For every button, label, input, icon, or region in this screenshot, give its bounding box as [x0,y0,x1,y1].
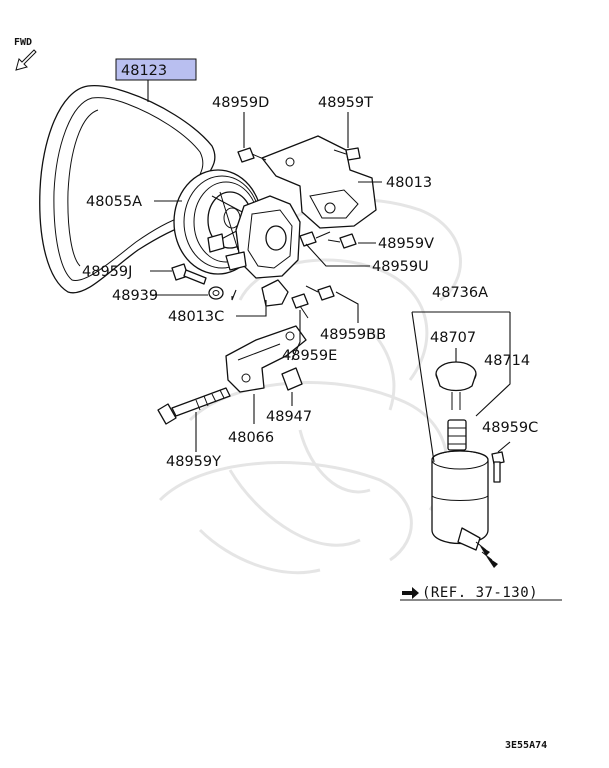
label-48123[interactable]: 48123 [121,63,167,79]
bolt-48959BB [305,285,335,301]
highlight-box[interactable] [115,58,197,81]
label-48959D[interactable]: 48959D [212,95,269,111]
reference-note: (REF. 37-130) [402,585,538,601]
label-48013[interactable]: 48013 [386,175,432,191]
label-48736A[interactable]: 48736A [432,285,488,301]
small-bracket [261,279,289,307]
reference-arrow-icon [402,587,419,599]
fwd-label: FWD [14,37,32,48]
lower-bracket [225,325,307,393]
bolt-48959J [171,263,207,285]
label-48959BB[interactable]: 48959BB [320,327,386,343]
label-48959Y[interactable]: 48959Y [166,454,221,470]
label-48055A[interactable]: 48055A [86,194,142,210]
bolt-48959D [237,147,267,163]
reservoir-tank [431,450,489,551]
label-48959C[interactable]: 48959C [482,420,538,436]
reservoir-strainer [447,419,467,451]
label-48959U[interactable]: 48959U [372,259,429,275]
bolt-48959C [491,451,505,483]
bolt-48959U [299,231,331,247]
bolt-48959V [327,233,357,249]
reservoir-cap [435,361,477,410]
bolt-48959T [333,147,361,161]
label-48959J[interactable]: 48959J [82,264,132,280]
label-48959E[interactable]: 48959E [282,348,337,364]
long-bolt-48959Y [157,387,231,425]
label-48714[interactable]: 48714 [484,353,530,369]
fwd-indicator: FWD [14,37,37,71]
label-48959T[interactable]: 48959T [318,95,373,111]
drive-belt [39,84,216,294]
power-steering-pump [207,195,301,279]
label-48013C[interactable]: 48013C [168,309,224,325]
label-48959V[interactable]: 48959V [378,236,434,252]
part-labels: 48123 48959D 48959T 48055A 48013 48959V … [82,63,538,470]
diagram-code: 3E55A74 [505,740,547,751]
label-48939[interactable]: 48939 [112,288,158,304]
leader-lines [147,80,562,601]
fwd-arrow-icon [15,49,37,71]
label-48066[interactable]: 48066 [228,430,274,446]
label-48947[interactable]: 48947 [266,409,312,425]
bolt-48959E [291,293,309,319]
flow-arrows-icon [475,541,498,568]
washer-48939 [208,286,224,300]
label-48707[interactable]: 48707 [430,330,476,346]
clamp-48947 [281,367,303,391]
reference-link[interactable]: (REF. 37-130) [422,585,538,601]
